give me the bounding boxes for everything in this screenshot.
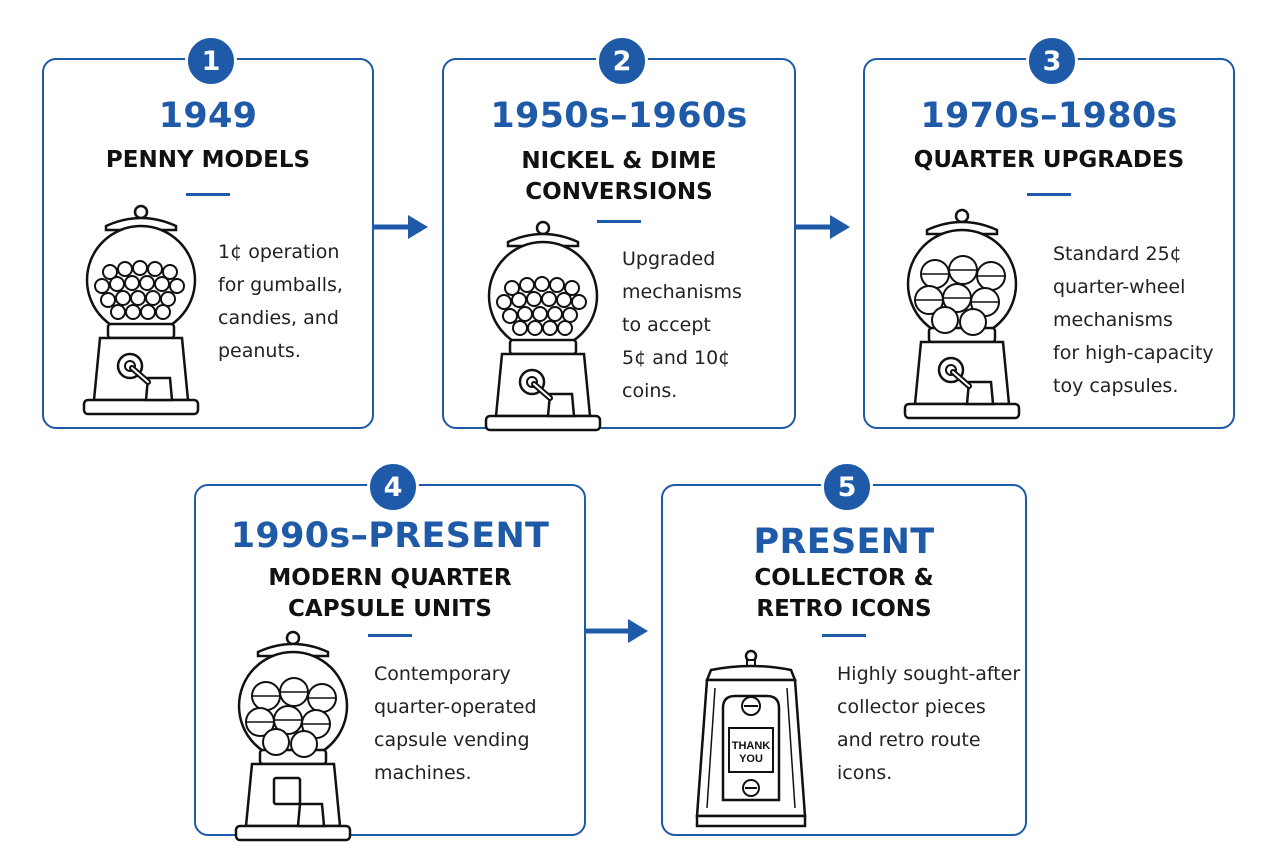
- arrow-right-icon: [796, 215, 850, 239]
- step-description: Standard 25¢ quarter-wheel mechanisms fo…: [1053, 243, 1214, 397]
- step-number-badge: 4: [367, 461, 419, 513]
- title-divider: [822, 634, 866, 637]
- step-number-badge: 5: [821, 461, 873, 513]
- step-era: 1970s–1980s: [920, 96, 1178, 136]
- gumball-machine-icon: [484, 220, 602, 432]
- arrow-right-icon: [374, 215, 428, 239]
- step-description: 1¢ operation for gumballs, candies, and …: [218, 241, 343, 362]
- retro-vending-machine-icon: [695, 649, 807, 828]
- step-era: 1990s–PRESENT: [230, 516, 550, 556]
- title-divider: [1027, 193, 1071, 196]
- step-era: 1950s–1960s: [490, 96, 748, 136]
- timeline-step-5: 5 PRESENT COLLECTOR & RETRO ICONS THANK …: [661, 461, 1027, 836]
- arrow-right-icon: [586, 619, 648, 643]
- step-number-badge: 1: [185, 35, 237, 87]
- step-title: PENNY MODELS: [105, 147, 311, 173]
- step-number-badge: 2: [596, 35, 648, 87]
- capsule-machine-icon: [234, 630, 352, 842]
- timeline-step-4: 4 1990s–PRESENT MODERN QUARTER CAPSULE U…: [194, 461, 586, 842]
- step-title: MODERN QUARTER CAPSULE UNITS: [268, 565, 512, 622]
- step-title: NICKEL & DIME CONVERSIONS: [521, 148, 717, 205]
- title-divider: [186, 193, 230, 196]
- step-description: Contemporary quarter-operated capsule ve…: [374, 663, 537, 784]
- step-description: Upgraded mechanisms to accept 5¢ and 10¢…: [622, 248, 742, 402]
- title-divider: [368, 634, 412, 637]
- machine-sign-text: THANK YOU: [731, 740, 771, 765]
- title-divider: [597, 220, 641, 223]
- timeline-step-1: 1 1949 PENNY MODELS 1¢ operation for gum…: [42, 35, 374, 429]
- timeline-step-2: 2 1950s–1960s NICKEL & DIME CONVERSIONS …: [442, 35, 796, 432]
- step-era: PRESENT: [753, 522, 935, 562]
- capsule-machine-icon: [903, 208, 1021, 420]
- gumball-machine-icon: [82, 204, 200, 416]
- step-number-badge: 3: [1026, 35, 1078, 87]
- step-description: Highly sought-after collector pieces and…: [837, 663, 1021, 784]
- step-title: QUARTER UPGRADES: [913, 147, 1185, 173]
- timeline-step-3: 3 1970s–1980s QUARTER UPGRADES Standard …: [863, 35, 1235, 429]
- step-title: COLLECTOR & RETRO ICONS: [754, 565, 934, 622]
- step-era: 1949: [158, 96, 258, 136]
